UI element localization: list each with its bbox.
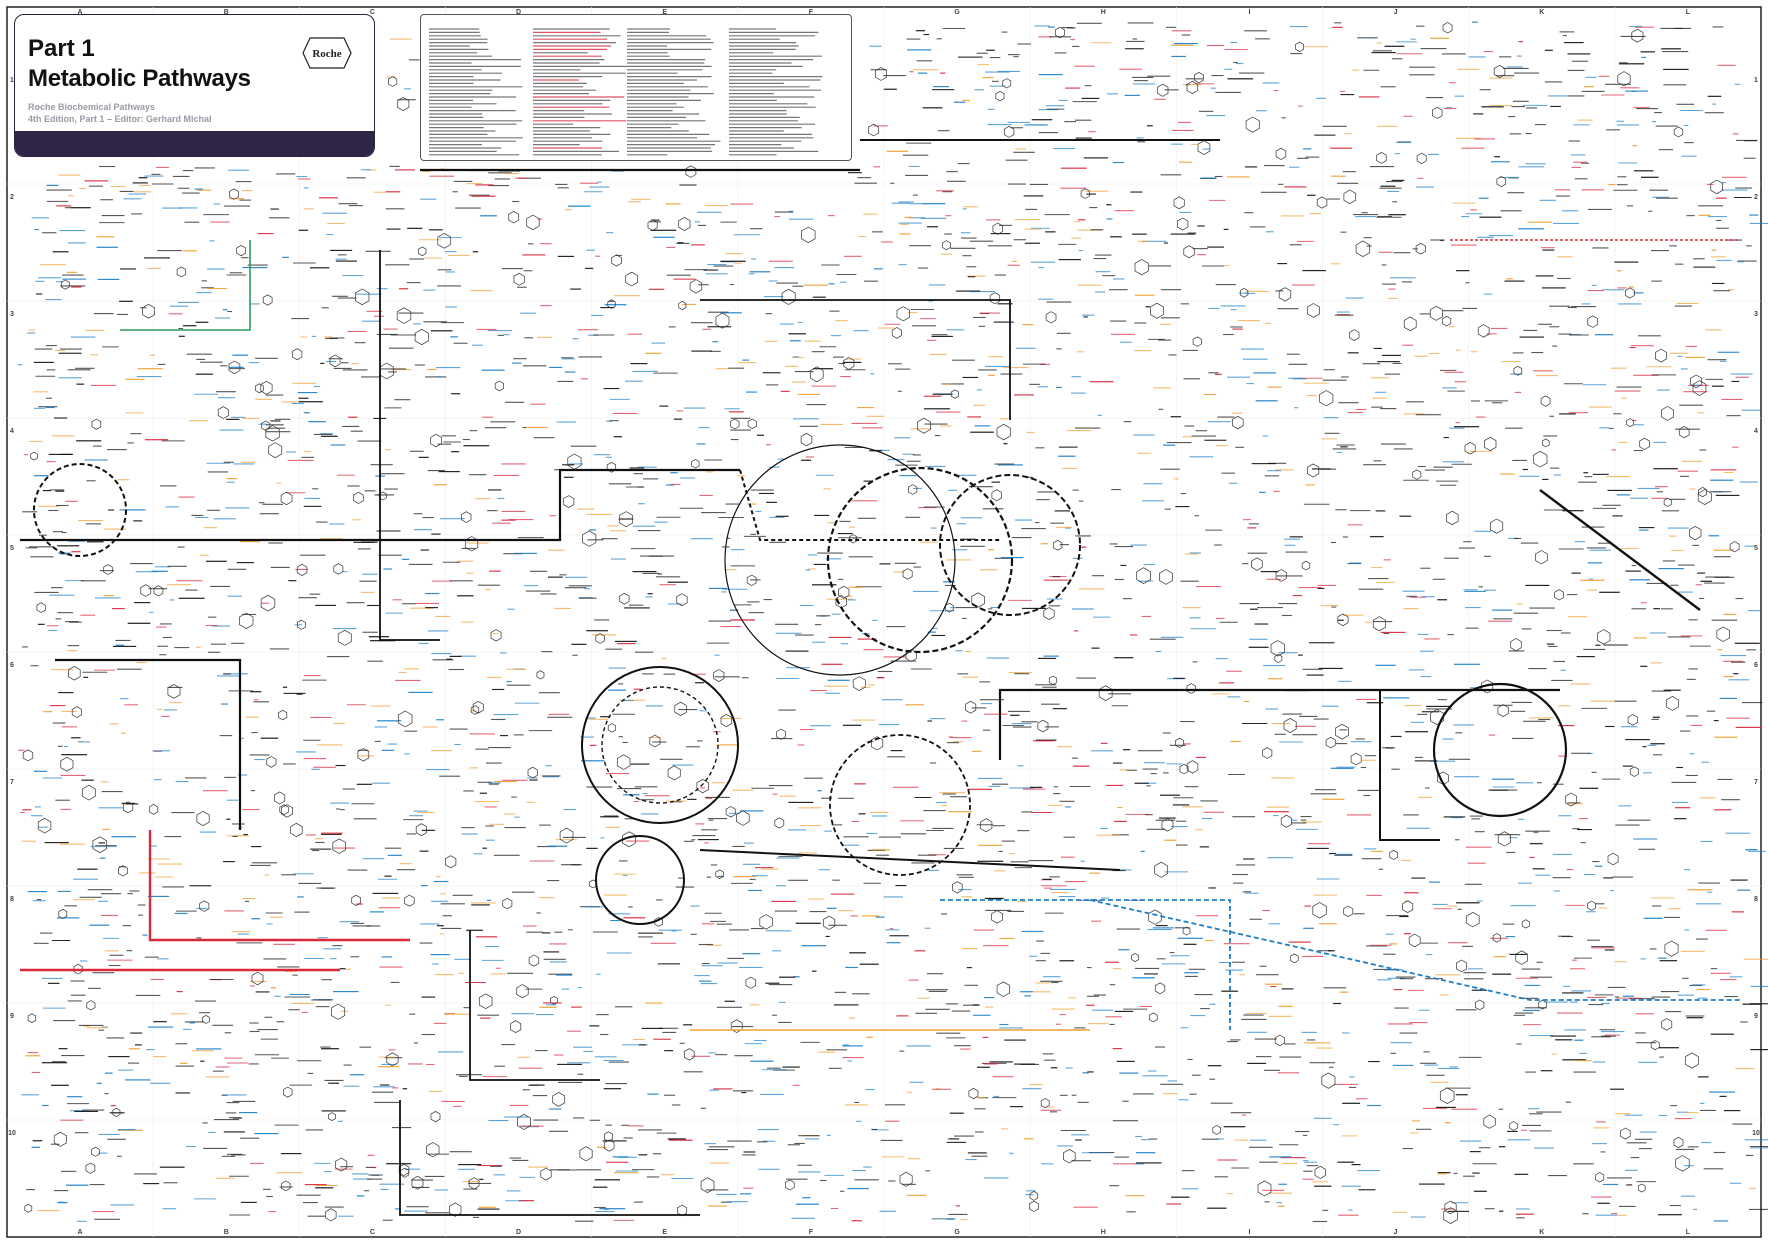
molecule-ring [332,838,346,854]
molecule-ring [1192,336,1202,347]
molecule-ring [809,366,824,383]
molecule-ring [1283,717,1297,734]
molecule-ring [461,511,472,523]
molecule-ring [1496,176,1507,188]
molecule-ring [1232,415,1244,430]
molecule-ring [715,312,730,329]
molecule-ring [1337,613,1349,627]
molecule-ring [1154,861,1169,878]
pathway-texture [17,21,1768,1225]
molecule-ring [199,900,210,912]
grid-lines [7,7,1761,1237]
molecule-ring [1464,441,1476,455]
molecule-ring [1003,125,1015,138]
molecule-ring [1698,486,1707,498]
molecule-ring [1692,380,1707,396]
molecule-ring [1355,240,1371,258]
molecule-ring [1325,736,1336,749]
molecule-ring [801,226,816,244]
molecule-ring [1278,287,1292,302]
molecule-ring [952,881,963,894]
molecule-ring [996,423,1011,441]
molecule-ring [255,383,264,394]
molecule-ring [355,288,370,306]
molecule-ring [122,801,134,814]
molecule-ring [838,585,850,599]
molecule-ring [1408,933,1421,948]
molecule-ring [1490,518,1504,534]
molecule-ring [414,328,429,346]
molecule-ring [1194,71,1204,84]
molecule-ring [563,495,575,509]
molecule-ring [1251,557,1263,571]
molecule-ring [279,804,289,816]
molecule-ring [1513,365,1523,376]
molecule-ring [1412,469,1422,480]
molecule-ring [1710,179,1723,195]
molecule-ring [297,619,306,630]
molecule-ring [1262,747,1273,759]
molecule-ring [606,461,617,473]
molecule-ring [1661,1018,1673,1031]
molecule-ring [1319,390,1334,407]
molecule-ring [1587,900,1596,911]
molecule-ring [1275,569,1287,582]
molecule-ring [1625,287,1635,299]
molecule-ring [1689,525,1702,541]
molecule-ring [875,67,887,81]
molecule-ring [1179,763,1189,775]
molecule-ring [991,910,1003,924]
